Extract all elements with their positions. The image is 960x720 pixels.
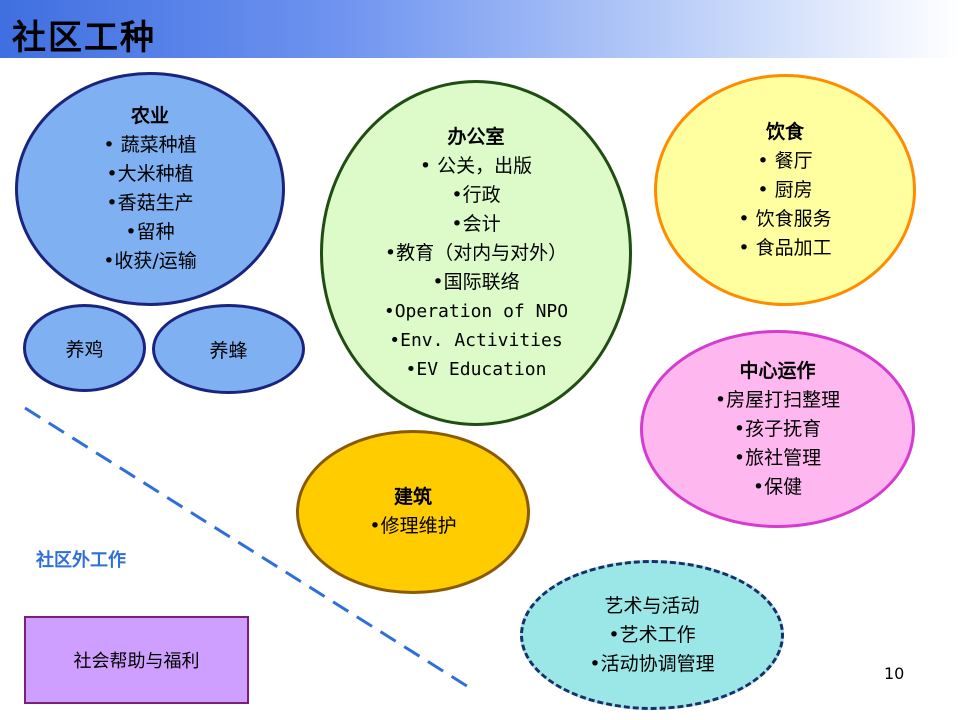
page-number: 10 xyxy=(884,664,905,683)
food-item: • 食品加工 xyxy=(738,236,832,259)
bee-label: 养蜂 xyxy=(209,339,248,362)
agriculture-item: •大米种植 xyxy=(106,163,194,185)
office-item: • 公关，出版 xyxy=(419,154,533,177)
food-heading: 饮食 xyxy=(765,120,804,143)
outside-work-label: 社区外工作 xyxy=(36,550,126,571)
center-item: •房屋打扫整理 xyxy=(714,388,841,411)
food-oval: 饮食 • 餐厅 • 厨房 • 饮食服务 • 食品加工 xyxy=(654,74,916,306)
construction-heading: 建筑 xyxy=(393,486,432,508)
food-item: • 餐厅 xyxy=(757,149,813,172)
office-item: •教育（对内与对外） xyxy=(384,241,568,264)
center-item: •旅社管理 xyxy=(733,446,822,469)
office-item: •会计 xyxy=(451,212,501,235)
center-oval: 中心运作 •房屋打扫整理 •孩子抚育 •旅社管理 •保健 xyxy=(640,330,915,528)
office-item: •EV Education xyxy=(405,358,547,380)
agriculture-item: •留种 xyxy=(125,221,175,243)
agriculture-item: •收获/运输 xyxy=(103,250,197,272)
arts-item: •活动协调管理 xyxy=(589,652,715,675)
title-bar: 社区工种 xyxy=(0,0,960,58)
office-item: •行政 xyxy=(451,183,501,206)
agriculture-oval: 农业 • 蔬菜种植 •大米种植 •香菇生产 •留种 •收获/运输 xyxy=(15,72,285,306)
arts-heading: 艺术与活动 xyxy=(604,594,700,617)
center-heading: 中心运作 xyxy=(739,359,816,382)
office-item: •Operation of NPO xyxy=(383,300,569,322)
agriculture-item: • 蔬菜种植 xyxy=(103,134,197,156)
agriculture-item: •香菇生产 xyxy=(106,192,194,214)
welfare-label: 社会帮助与福利 xyxy=(73,651,200,672)
construction-item: •修理维护 xyxy=(369,515,457,537)
arts-item: •艺术工作 xyxy=(608,623,696,646)
office-item: •国际联络 xyxy=(432,270,520,293)
page-title: 社区工种 xyxy=(12,18,156,58)
chicken-label: 养鸡 xyxy=(65,338,104,361)
bee-oval: 养蜂 xyxy=(152,304,305,394)
food-item: • 饮食服务 xyxy=(738,207,832,230)
agriculture-heading: 农业 xyxy=(130,105,169,127)
food-item: • 厨房 xyxy=(757,178,813,201)
construction-oval: 建筑 •修理维护 xyxy=(296,430,530,594)
welfare-box: 社会帮助与福利 xyxy=(24,616,249,704)
chicken-oval: 养鸡 xyxy=(23,304,146,392)
office-heading: 办公室 xyxy=(447,125,505,148)
arts-oval: 艺术与活动 •艺术工作 •活动协调管理 xyxy=(520,560,784,710)
office-oval: 办公室 • 公关，出版 •行政 •会计 •教育（对内与对外） •国际联络 •Op… xyxy=(320,80,632,426)
office-item: •Env. Activities xyxy=(389,329,563,351)
center-item: •保健 xyxy=(752,475,803,498)
center-item: •孩子抚育 xyxy=(733,417,822,440)
